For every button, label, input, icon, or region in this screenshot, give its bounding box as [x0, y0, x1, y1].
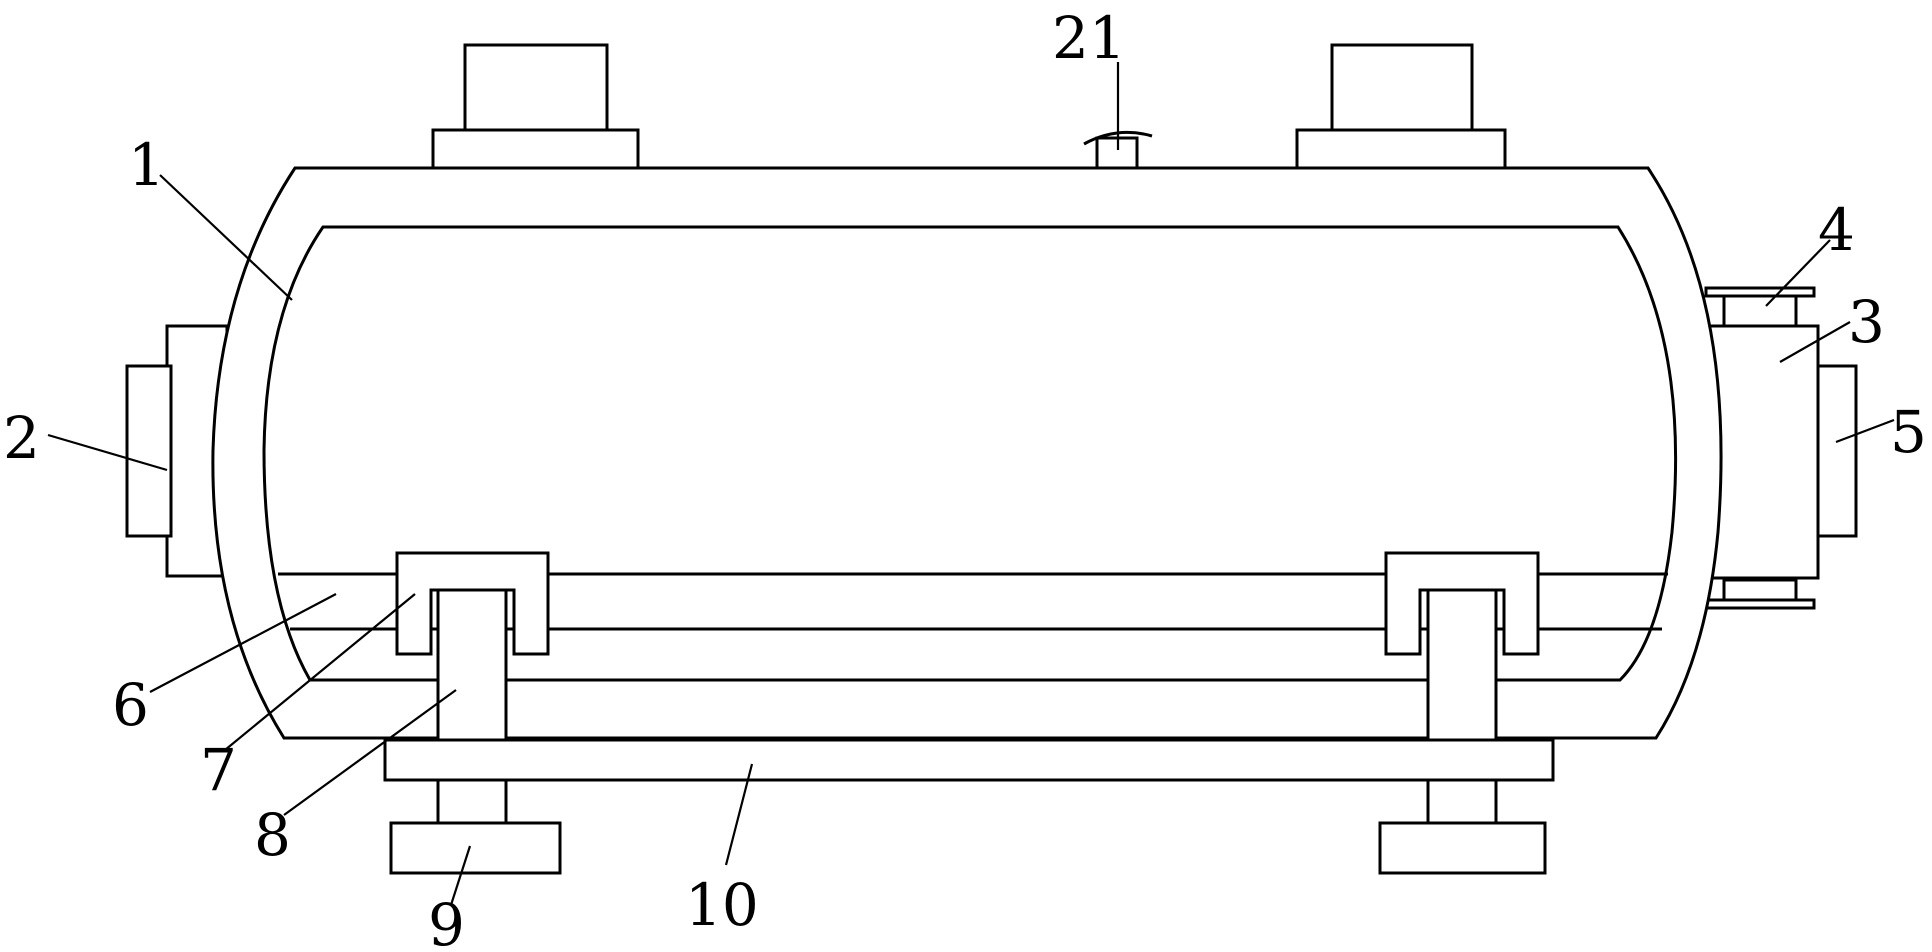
right-support [1378, 551, 1547, 875]
label-2: 2 [3, 404, 40, 472]
label-3: 3 [1848, 288, 1885, 356]
label-4: 4 [1818, 196, 1855, 264]
tank-body [211, 166, 1723, 740]
label-21: 21 [1052, 4, 1126, 72]
reference-labels: 1 2 3 4 5 6 7 8 9 10 21 [3, 4, 1927, 952]
top-right-mount [1295, 43, 1507, 170]
label-9: 9 [428, 891, 465, 952]
base-plate [383, 738, 1555, 782]
top-left-mount [431, 43, 640, 170]
label-1: 1 [128, 131, 165, 199]
label-6: 6 [112, 671, 149, 739]
label-7: 7 [200, 736, 237, 804]
label-8: 8 [254, 801, 291, 869]
left-support [389, 551, 562, 875]
label-10: 10 [685, 871, 759, 939]
right-box-assembly [1704, 286, 1858, 610]
leader-lines [47, 62, 1895, 906]
label-5: 5 [1890, 398, 1927, 466]
